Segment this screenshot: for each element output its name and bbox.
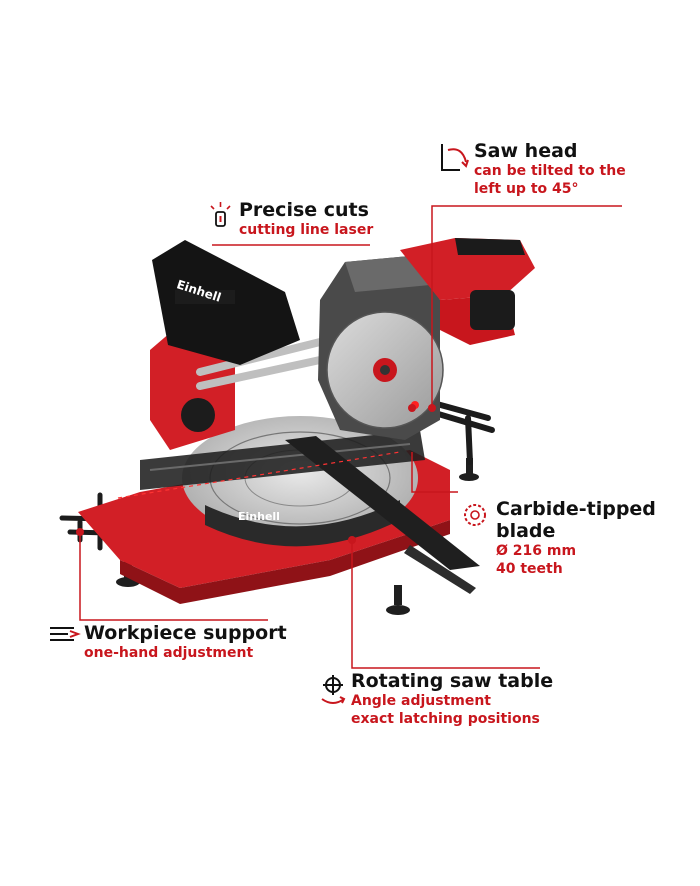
table-line-2: exact latching positions [351, 711, 540, 727]
callout-blade: Carbide-tipped blade Ø 216 mm 40 teeth [496, 498, 656, 578]
workpiece-title: Workpiece support [84, 622, 287, 644]
saw-blade-icon [460, 500, 490, 530]
callout-workpiece-support: Workpiece support one-hand adjustment [84, 622, 287, 662]
saw-head-line-2: left up to 45° [474, 181, 579, 197]
callout-precise-cuts: Precise cuts cutting line laser [239, 199, 373, 239]
laser-icon [206, 200, 236, 230]
blade-title-line-2: blade [496, 520, 556, 542]
workpiece-support-icon [48, 622, 82, 644]
callout-saw-head: Saw head can be tilted to the left up to… [474, 140, 626, 198]
brand-label-table: Einhell [238, 510, 280, 523]
blade-title-line-1: Carbide-tipped [496, 498, 656, 520]
callout-rotating-table: Rotating saw table Angle adjustment exac… [351, 670, 553, 728]
blade-teeth: 40 teeth [496, 561, 563, 577]
blade-diameter: Ø 216 mm [496, 543, 577, 559]
tilt-icon [438, 140, 470, 174]
saw-head-line-1: can be tilted to the [474, 163, 626, 179]
rotate-table-icon [318, 673, 348, 707]
precise-cuts-line-1: cutting line laser [239, 222, 374, 238]
table-line-1: Angle adjustment [351, 693, 491, 709]
precise-cuts-title: Precise cuts [239, 199, 369, 221]
table-title: Rotating saw table [351, 670, 554, 692]
workpiece-line-1: one-hand adjustment [84, 645, 254, 661]
saw-head-title: Saw head [474, 140, 578, 162]
